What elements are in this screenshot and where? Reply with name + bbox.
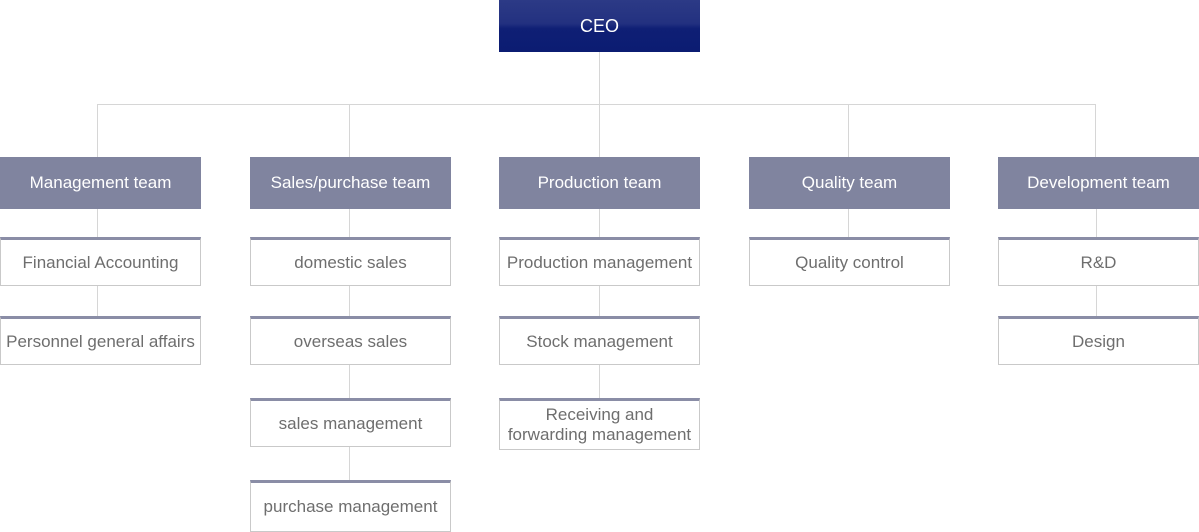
unit-label: Receiving and forwarding management — [507, 405, 692, 444]
team-development-label: Development team — [1027, 173, 1170, 192]
connector-ceo-down — [599, 52, 600, 105]
team-production: Production team — [499, 157, 700, 209]
connector-to-management-team — [97, 104, 98, 157]
team-management-label: Management team — [29, 173, 172, 192]
team-quality: Quality team — [749, 157, 950, 209]
connector-to-production-team — [599, 104, 600, 157]
unit-purchase-management: purchase management — [250, 480, 451, 532]
unit-personnel-general-affairs: Personnel general affairs — [0, 316, 201, 365]
production-team-spine — [599, 209, 600, 399]
ceo-box: CEO — [499, 0, 700, 52]
unit-design: Design — [998, 316, 1199, 365]
unit-label: Quality control — [795, 252, 904, 272]
team-sales-purchase: Sales/purchase team — [250, 157, 451, 209]
unit-domestic-sales: domestic sales — [250, 237, 451, 286]
unit-receiving-forwarding-management: Receiving and forwarding management — [499, 398, 700, 450]
unit-label: domestic sales — [294, 252, 407, 272]
unit-label: Personnel general affairs — [6, 331, 195, 351]
connector-to-sales-purchase-team — [349, 104, 350, 157]
unit-financial-accounting: Financial Accounting — [0, 237, 201, 286]
unit-label: R&D — [1080, 252, 1117, 272]
team-development: Development team — [998, 157, 1199, 209]
unit-production-management: Production management — [499, 237, 700, 286]
unit-label: Design — [1072, 331, 1125, 351]
team-quality-label: Quality team — [801, 173, 898, 192]
team-production-label: Production team — [537, 173, 662, 192]
unit-overseas-sales: overseas sales — [250, 316, 451, 365]
unit-stock-management: Stock management — [499, 316, 700, 365]
unit-label: overseas sales — [293, 331, 408, 351]
quality-team-spine — [848, 209, 849, 238]
unit-quality-control: Quality control — [749, 237, 950, 286]
unit-r-and-d: R&D — [998, 237, 1199, 286]
team-sales-purchase-label: Sales/purchase team — [270, 173, 431, 192]
unit-sales-management: sales management — [250, 398, 451, 447]
unit-label: Stock management — [526, 331, 673, 351]
team-management: Management team — [0, 157, 201, 209]
unit-label: Financial Accounting — [22, 252, 179, 272]
connector-to-development-team — [1095, 104, 1096, 157]
unit-label: sales management — [278, 413, 423, 433]
connector-horizontal-bus — [97, 104, 1096, 105]
unit-label: purchase management — [263, 497, 438, 516]
unit-label: Production management — [506, 252, 693, 272]
ceo-label: CEO — [579, 15, 619, 36]
connector-to-quality-team — [848, 104, 849, 157]
